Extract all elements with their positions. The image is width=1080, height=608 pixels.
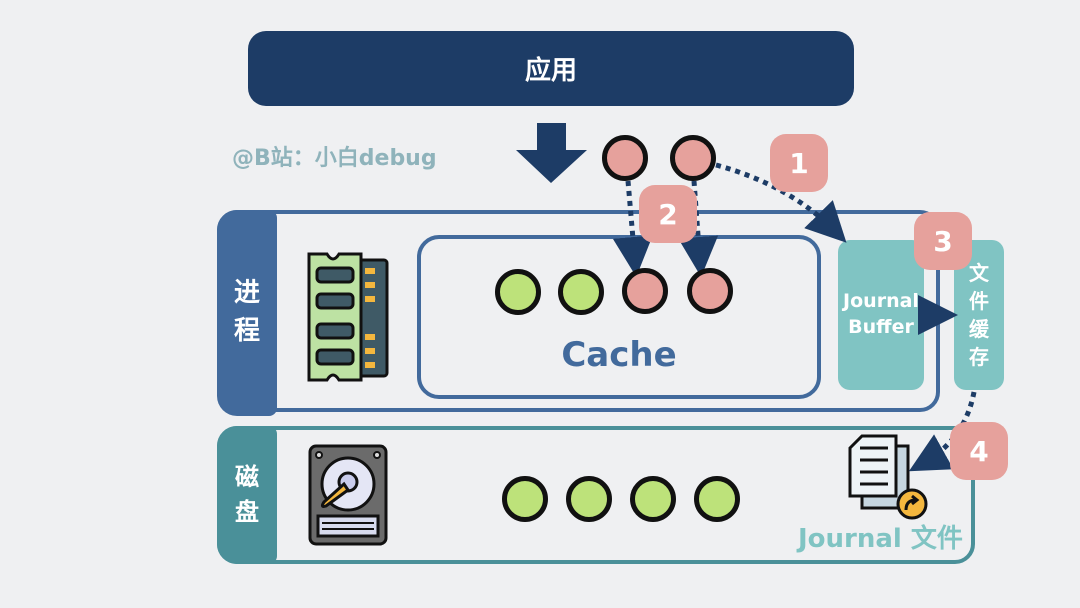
application-label: 应用 [524, 56, 577, 86]
incoming-dirty-page [670, 135, 716, 181]
arrow-to-cache-1 [612, 180, 653, 277]
journal-buffer-line: Journal [843, 290, 919, 313]
cache-clean-page [495, 269, 541, 315]
application-bar: 应用 [248, 31, 854, 106]
cache-dirty-page [687, 268, 733, 314]
disk-page [566, 476, 612, 522]
step-badge-1: 1 [770, 134, 828, 192]
step-badge-2: 2 [639, 185, 697, 243]
arrow-to-journal-file [908, 391, 977, 472]
disk-label-char: 磁 [235, 463, 259, 492]
journal-buffer-line: Buffer [848, 316, 914, 338]
cache-clean-page [558, 269, 604, 315]
process-label: 进 程 [217, 210, 277, 416]
disk-label-char: 盘 [235, 498, 259, 526]
process-label-char: 程 [233, 316, 260, 346]
document-share-icon [848, 434, 928, 520]
step-badge-3: 3 [914, 212, 972, 270]
disk-page [502, 476, 548, 522]
process-label-char: 进 [233, 278, 260, 309]
disk-page [694, 476, 740, 522]
hard-drive-icon [308, 444, 388, 546]
file-cache-char: 存 [969, 345, 989, 369]
ram-memory-icon [307, 252, 389, 382]
cache-title: Cache [561, 335, 677, 375]
incoming-dirty-page [602, 135, 648, 181]
file-cache-char: 文 [969, 261, 989, 285]
step-badge-4: 4 [950, 422, 1008, 480]
file-cache-char: 件 [969, 289, 989, 313]
journal-file-label: Journal 文件 [798, 524, 963, 554]
watermark: @B站：小白debug [232, 146, 437, 171]
disk-page [630, 476, 676, 522]
file-cache-char: 缓 [969, 317, 989, 341]
cache-dirty-page [622, 268, 668, 314]
down-arrow-icon [516, 123, 587, 183]
disk-label: 磁 盘 [217, 426, 277, 564]
journal-buffer: Journal Buffer [838, 240, 924, 390]
